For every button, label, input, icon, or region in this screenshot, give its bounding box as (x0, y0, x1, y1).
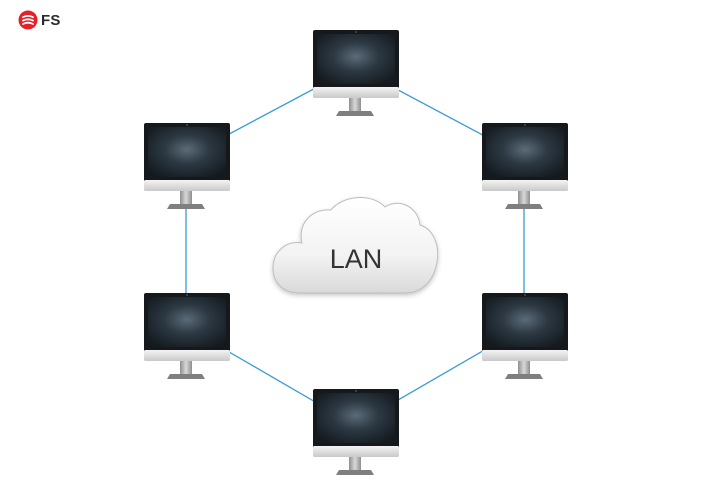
monitor-base (167, 204, 205, 209)
monitor-screen (486, 297, 564, 347)
camera-dot (355, 390, 357, 392)
fs-logo-icon (18, 10, 38, 30)
lan-label: LAN (330, 244, 383, 274)
computer-node-upper-left (144, 123, 230, 209)
monitor-chin (313, 446, 399, 457)
camera-dot (524, 294, 526, 296)
monitor-base (505, 374, 543, 379)
monitor-screen (317, 393, 395, 443)
monitor-stand (349, 98, 361, 111)
camera-dot (524, 124, 526, 126)
monitor-base (336, 470, 374, 475)
computer-node-upper-right (482, 123, 568, 209)
monitor-base (336, 111, 374, 116)
monitor-base (167, 374, 205, 379)
monitor-stand (180, 361, 192, 374)
monitor-chin (482, 180, 568, 191)
camera-dot (355, 31, 357, 33)
camera-dot (186, 294, 188, 296)
brand-logo: FS (18, 10, 61, 30)
monitor-chin (313, 87, 399, 98)
monitor-stand (180, 191, 192, 204)
monitor-screen (148, 297, 226, 347)
monitor-screen (486, 127, 564, 177)
monitor-chin (144, 180, 230, 191)
monitor-screen (148, 127, 226, 177)
monitor-stand (518, 361, 530, 374)
monitor-stand (349, 457, 361, 470)
monitor-chin (144, 350, 230, 361)
computer-nodes (144, 30, 568, 475)
monitor-screen (317, 34, 395, 84)
computer-node-lower-right (482, 293, 568, 379)
monitor-chin (482, 350, 568, 361)
computer-node-top (313, 30, 399, 116)
lan-cloud (272, 197, 439, 294)
camera-dot (186, 124, 188, 126)
computer-node-lower-left (144, 293, 230, 379)
brand-name: FS (41, 11, 61, 29)
computer-node-bottom (313, 389, 399, 475)
monitor-stand (518, 191, 530, 204)
monitor-base (505, 204, 543, 209)
